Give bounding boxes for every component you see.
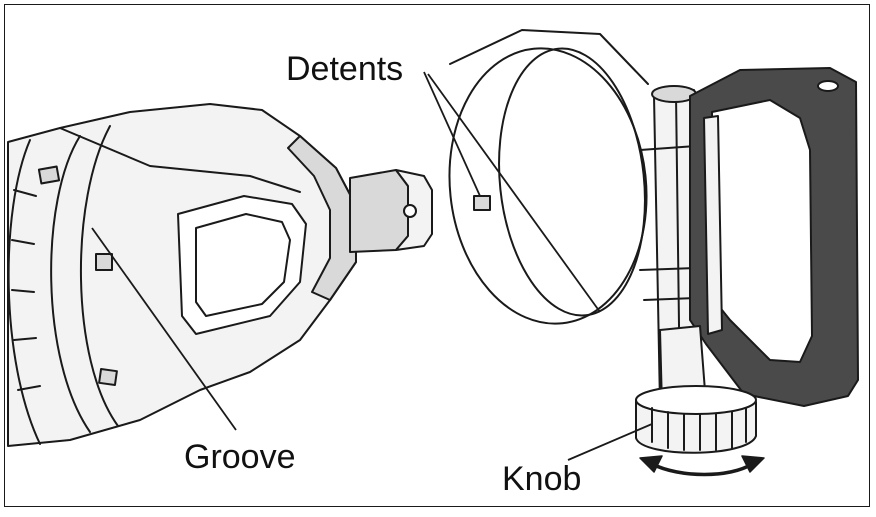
rotation-arrowhead-left	[639, 455, 663, 473]
mounting-band-flange	[449, 29, 649, 85]
knob-leader	[567, 423, 653, 461]
detents-label: Detents	[286, 50, 403, 88]
figure-border	[4, 4, 870, 507]
groove-slot-bottom	[98, 367, 118, 387]
side-handle-assembly	[448, 29, 859, 454]
wrench-side-panel-inner	[195, 213, 291, 317]
knob-top-face[interactable]	[635, 385, 757, 415]
grip-top-hole	[817, 80, 839, 92]
square-drive-anvil	[349, 169, 433, 253]
rotation-arrowhead-right	[741, 455, 765, 473]
wrench-side-panel	[177, 195, 307, 335]
wrench-rear-band-2	[79, 125, 119, 427]
groove-slot-top	[37, 165, 61, 185]
anvil-pin-hole	[403, 204, 417, 218]
leader-lines	[91, 71, 653, 461]
wrench-rear-band-1	[50, 135, 91, 433]
detents-leader-upper	[423, 71, 481, 197]
impact-wrench-body	[7, 103, 357, 447]
clamp-bands	[639, 145, 697, 301]
groove-label: Groove	[184, 438, 296, 476]
d-grip-inner-bar	[703, 115, 723, 335]
curved-double-arrow-icon	[639, 455, 765, 477]
wrench-rear-ribs	[11, 189, 41, 391]
wrench-rear-band-3	[7, 139, 41, 445]
detents-leader-lower	[427, 73, 601, 313]
groove-slot-middle	[95, 253, 113, 271]
knob[interactable]	[635, 385, 757, 454]
wrench-upper-rib	[59, 127, 301, 193]
knob-ribs	[651, 407, 747, 451]
mounting-band-outer	[448, 47, 648, 325]
rotation-arc	[650, 462, 754, 477]
knob-label: Knob	[502, 460, 581, 498]
detent-square	[473, 195, 491, 211]
groove-leader	[91, 227, 237, 431]
mounting-band-inner	[498, 47, 646, 317]
